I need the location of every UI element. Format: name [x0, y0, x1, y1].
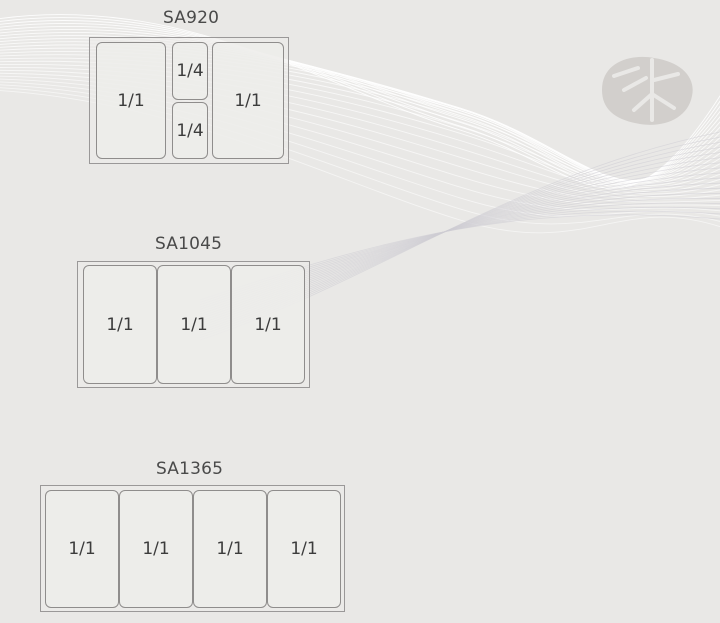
pan-slot: 1/1 [231, 265, 305, 384]
pan-slot: 1/4 [172, 42, 208, 100]
pan-slot: 1/4 [172, 102, 208, 159]
pan-slot: 1/1 [83, 265, 157, 384]
pan-slot: 1/1 [267, 490, 341, 608]
pan-slot: 1/1 [119, 490, 193, 608]
unit-frame-sa1365: 1/1 1/1 1/1 1/1 [40, 485, 345, 612]
pan-slot: 1/1 [157, 265, 231, 384]
unit-frame-sa920: 1/1 1/4 1/4 1/1 [89, 37, 289, 164]
unit-title-sa1045: SA1045 [155, 234, 223, 254]
pan-slot: 1/1 [212, 42, 284, 159]
pan-slot: 1/1 [45, 490, 119, 608]
leaf-logo-icon [602, 56, 693, 125]
unit-title-sa1365: SA1365 [156, 459, 224, 479]
unit-frame-sa1045: 1/1 1/1 1/1 [77, 261, 310, 388]
pan-slot: 1/1 [193, 490, 267, 608]
pan-slot: 1/1 [96, 42, 166, 159]
unit-title-sa920: SA920 [163, 8, 220, 28]
